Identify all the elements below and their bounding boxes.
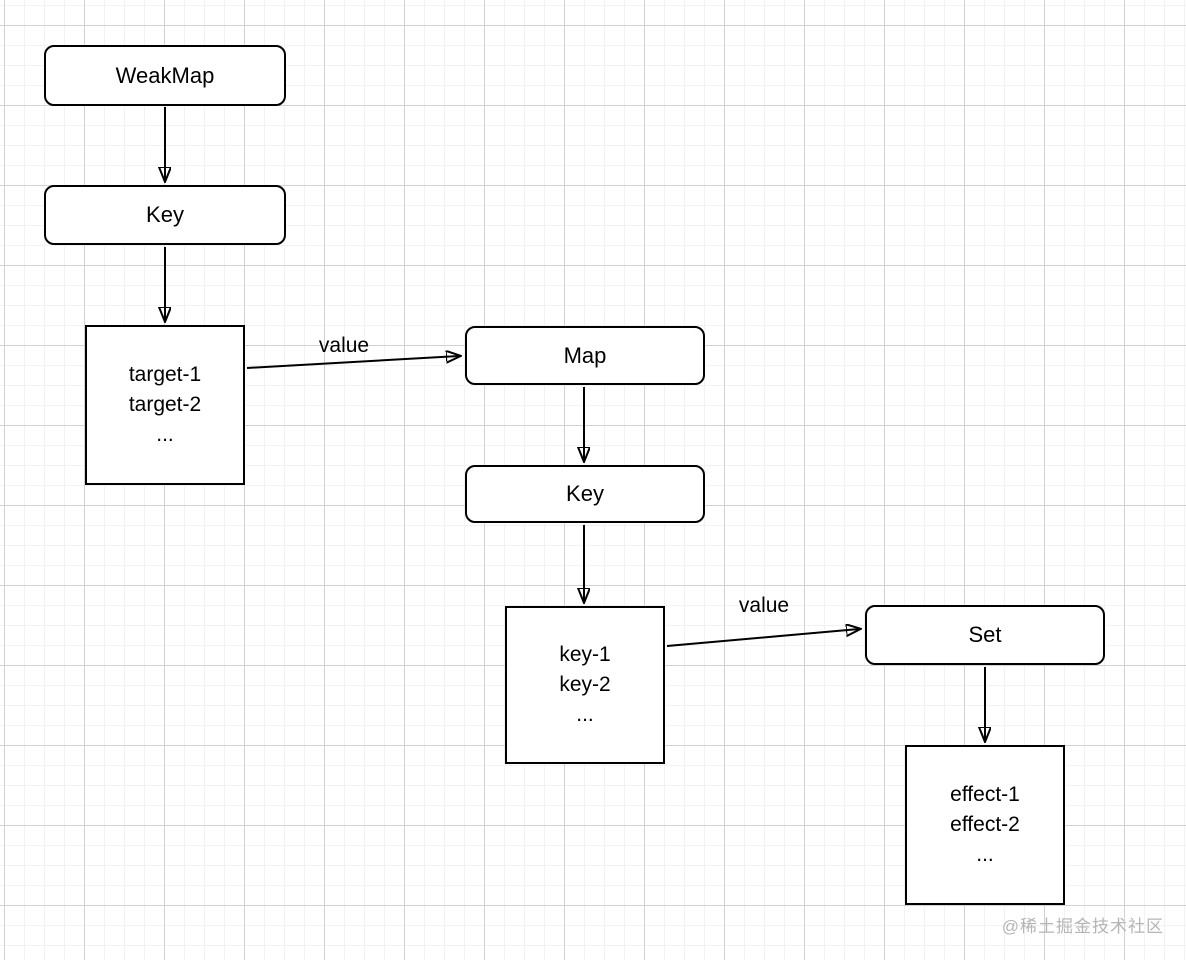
node-keys-line: key-2 — [559, 673, 611, 696]
node-key-inner: Key — [465, 465, 705, 523]
node-effects: effect-1 effect-2 ... — [905, 745, 1065, 905]
node-keys-line: ... — [576, 703, 594, 726]
edge-label-value-2: value — [738, 594, 790, 617]
node-key-outer: Key — [44, 185, 286, 245]
node-keys-line: key-1 — [559, 643, 611, 666]
node-targets-line: ... — [156, 423, 174, 446]
node-set-label: Set — [968, 622, 1002, 647]
node-map-label: Map — [563, 342, 607, 368]
node-targets-line: target-1 — [128, 363, 202, 386]
watermark-text: @稀土掘金技术社区 — [1001, 917, 1164, 936]
node-map: Map — [465, 326, 705, 385]
node-key-inner-label: Key — [566, 481, 604, 506]
node-weakmap: WeakMap — [44, 45, 286, 106]
node-effects-line: effect-1 — [950, 783, 1020, 806]
node-set: Set — [865, 605, 1105, 665]
node-keys: key-1 key-2 ... — [505, 606, 665, 764]
node-effects-line: effect-2 — [950, 813, 1020, 836]
node-targets-line: target-2 — [128, 393, 202, 416]
edge-label-value-1: value — [318, 334, 370, 357]
node-targets: target-1 target-2 ... — [85, 325, 245, 485]
node-effects-line: ... — [976, 843, 994, 866]
node-weakmap-label: WeakMap — [115, 62, 215, 88]
node-key-outer-label: Key — [146, 202, 184, 227]
edge-keys-to-set — [666, 629, 859, 647]
